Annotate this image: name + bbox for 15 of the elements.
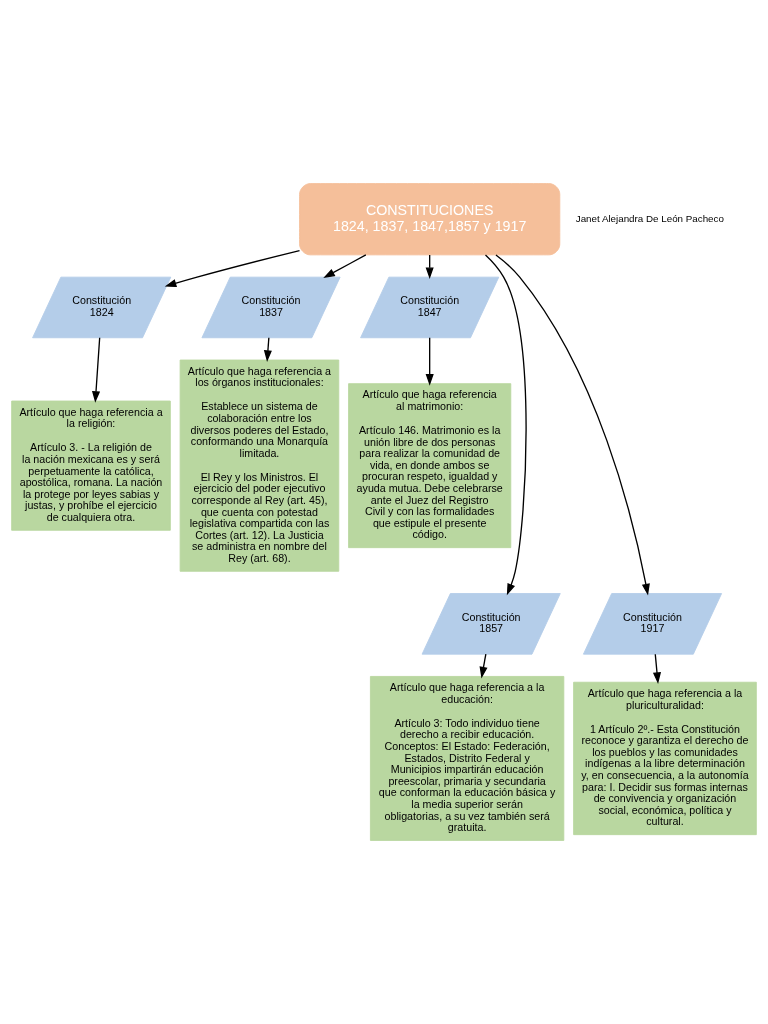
- label: Janet Alejandra De León Pacheco: [575, 212, 724, 224]
- arrow: [495, 254, 650, 596]
- node-box: Artículo que haga referencia a la pluriculturalidad: 1 Artículo 2º.- Esta Constitución reconoce y garantiza el derecho de los pueblos y las comunidades indígenas a la libre determinación y, en consecuencia, a la autonomía para: I. Decidir sus formas internas de convivencia y organización social, económica, política y cultural.: [573, 681, 757, 836]
- arrow: [652, 653, 662, 685]
- arrow: [479, 653, 488, 679]
- node-box: Artículo que haga referencia a los órganos institucionales: Establece un sistema de colaboración entre los diversos poderes del Estado, conformando una Monarquía limitada. El Rey y los Ministros. El ejercicio del poder ejecutivo corresponde al Rey (art. 45), que cuenta con potestad legislativa compartida con las Cortes (art. 12). La Justicia se administra en nombre del Rey (art. 68).: [179, 359, 340, 572]
- node-box: Artículo que haga referencia al matrimonio: Artículo 146. Matrimonio es la unión libre de dos personas para realizar la comunidad de vida, en donde ambos se procuran respeto, igualdad y ayuda mutua. Debe celebrarse ante el Juez del Registro Civil y con las formalidades que estipule el presente código.: [348, 383, 512, 549]
- node-box: CONSTITUCIONES 1824, 1837, 1847,1857 y 1917: [299, 183, 561, 256]
- arrow: [164, 249, 301, 288]
- node-box: Artículo que haga referencia a la educación: Artículo 3: Todo individuo tiene derecho a recibir educación. Conceptos: El Estado: Federación, Estados, Distrito Federal y Municipios impartirán educación preescolar, primaria y secundaria que conforman la educación básica y la media superior serán obligatorias, a su vez también será gratuita.: [369, 676, 565, 841]
- arrow: [484, 254, 527, 596]
- arrow: [425, 337, 434, 386]
- node-box: Artículo que haga referencia a la religión: Artículo 3. - La religión de la nación mexicana es y será perpetuamente la católica, apostólica, romana. La nación la protege por leyes sabias y justas, y prohíbe el ejercicio de cualquiera otra.: [11, 400, 171, 531]
- arrow: [323, 254, 367, 279]
- arrow: [91, 337, 101, 403]
